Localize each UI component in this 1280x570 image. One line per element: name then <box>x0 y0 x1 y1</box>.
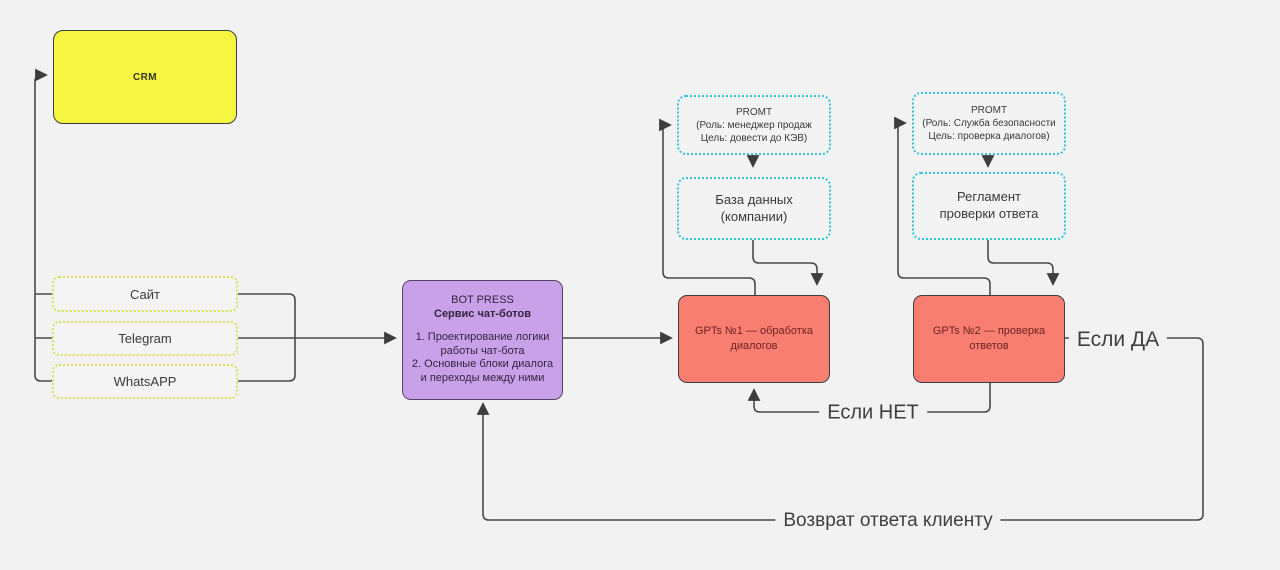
gpt1-label: GPTs №1 — обработка диалогов <box>694 325 814 352</box>
edge-label-if-no: Если НЕТ <box>819 401 927 425</box>
node-botpress: BOT PRESS Сервис чат-ботов 1. Проектиров… <box>402 280 563 400</box>
channel-telegram-label: Telegram <box>118 331 172 346</box>
node-gpt2: GPTs №2 — проверка ответов <box>913 295 1065 383</box>
edge-whatsapp-to-merge <box>238 338 296 382</box>
gpt2-label: GPTs №2 — проверка ответов <box>932 325 1046 352</box>
database-line-1: База данных <box>715 191 793 207</box>
node-promt2: PROMT (Роль: Служба безопасности Цель: п… <box>912 92 1066 155</box>
promt1-line-2: (Роль: менеджер продаж <box>696 119 812 131</box>
promt2-line-2: (Роль: Служба безопасности <box>922 118 1056 129</box>
node-reglament: Регламент проверки ответа <box>912 172 1066 240</box>
database-line-2: (компании) <box>720 208 788 224</box>
edge-gpt1-to-promt1 <box>659 118 756 295</box>
node-promt1: PROMT (Роль: менеджер продаж Цель: довес… <box>677 95 831 155</box>
node-channel-site: Сайт <box>52 276 238 312</box>
botpress-title: BOT PRESS <box>451 294 514 307</box>
edge-channels-to-crm <box>34 68 52 382</box>
promt2-line-1: PROMT <box>970 105 1008 116</box>
node-channel-telegram: Telegram <box>52 321 238 356</box>
crm-label: CRM <box>133 71 157 83</box>
node-channel-whatsapp: WhatsAPP <box>52 364 238 399</box>
node-crm: CRM <box>53 30 237 124</box>
botpress-item-2: 2. Основные блоки диалога и переходы меж… <box>411 358 554 384</box>
promt1-line-1: PROMT <box>735 106 773 118</box>
edge-reglament-to-gpt2 <box>987 240 1060 286</box>
edge-label-if-yes: Если ДА <box>1068 328 1168 352</box>
node-gpt1: GPTs №1 — обработка диалогов <box>678 295 830 383</box>
edge-if-yes-return-to-botpress <box>476 337 1204 521</box>
reglament-label: Регламент проверки ответа <box>939 189 1039 221</box>
promt1-line-3: Цель: довести до КЭВ) <box>700 132 808 144</box>
promt2-line-3: Цель: проверка диалогов) <box>928 131 1050 142</box>
channel-whatsapp-label: WhatsAPP <box>113 374 177 389</box>
edge-label-return: Возврат ответа клиенту <box>775 510 1001 532</box>
channel-site-label: Сайт <box>130 286 160 302</box>
botpress-subtitle: Сервис чат-ботов <box>434 308 531 320</box>
edge-database-to-gpt1 <box>752 240 824 286</box>
edge-sait-to-merge <box>238 293 296 338</box>
edge-gpt2-to-promt2 <box>894 116 991 295</box>
botpress-item-1: 1. Проектирование логики работы чат-бота <box>415 330 550 357</box>
node-database: База данных (компании) <box>677 177 831 240</box>
